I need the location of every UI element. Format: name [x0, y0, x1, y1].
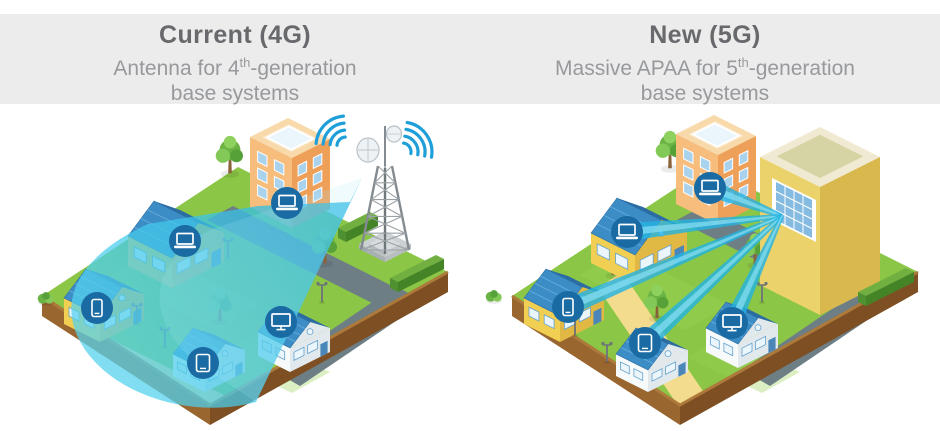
scene-5g-devices: [552, 172, 748, 359]
laptop-device-badge: [611, 216, 643, 248]
right-subtitle-line2: base systems: [640, 82, 770, 105]
left-subtitle-sup: th: [239, 55, 251, 70]
wide-coverage-beam-highlight: [159, 178, 362, 402]
scene-5g-city-block: [485, 115, 919, 425]
scene-5g-static-art: [485, 115, 919, 425]
bush: [485, 290, 502, 304]
left-subtitle-line2: base systems: [170, 82, 300, 105]
5g-massive-apaa-building: [760, 127, 880, 315]
header-band: Current (4G) Antenna for 4th-generation …: [0, 14, 940, 106]
apartment-building: [676, 115, 756, 225]
right-subtitle: Massive APAA for 5th-generation base sys…: [470, 50, 940, 106]
wide-coverage-beam-4g: [71, 178, 362, 408]
right-subtitle-suffix: -generation: [748, 57, 855, 80]
right-subtitle-text: Massive APAA for 5: [555, 57, 738, 80]
right-subtitle-sup: th: [737, 55, 749, 70]
left-subtitle-suffix: -generation: [250, 57, 357, 80]
laptop-device-badge: [694, 172, 726, 204]
tablet-device-badge: [187, 347, 219, 379]
laptop-device-badge: [169, 225, 201, 257]
laptop-device-badge: [271, 187, 303, 219]
scene-4g-city-block: [37, 114, 449, 425]
smartphone-device-badge: [552, 291, 584, 323]
right-title: New (5G): [649, 21, 761, 49]
monitor-device-badge: [265, 306, 297, 338]
left-subtitle: Antenna for 4th-generation base systems: [0, 50, 470, 106]
left-title: Current (4G): [158, 21, 312, 49]
header-left: Current (4G) Antenna for 4th-generation …: [0, 14, 470, 106]
monitor-device-badge: [716, 307, 748, 339]
header-right: New (5G) Massive APAA for 5th-generation…: [470, 14, 940, 106]
smartphone-device-badge: [81, 292, 113, 324]
directed-beams-layer: [564, 179, 784, 350]
scene-4g-devices: [81, 187, 303, 379]
4g-lattice-tower: [356, 125, 411, 262]
house: [705, 301, 778, 368]
left-subtitle-text: Antenna for 4: [113, 57, 240, 80]
tablet-device-badge: [629, 327, 661, 359]
wifi-waves-layer: [314, 114, 434, 159]
